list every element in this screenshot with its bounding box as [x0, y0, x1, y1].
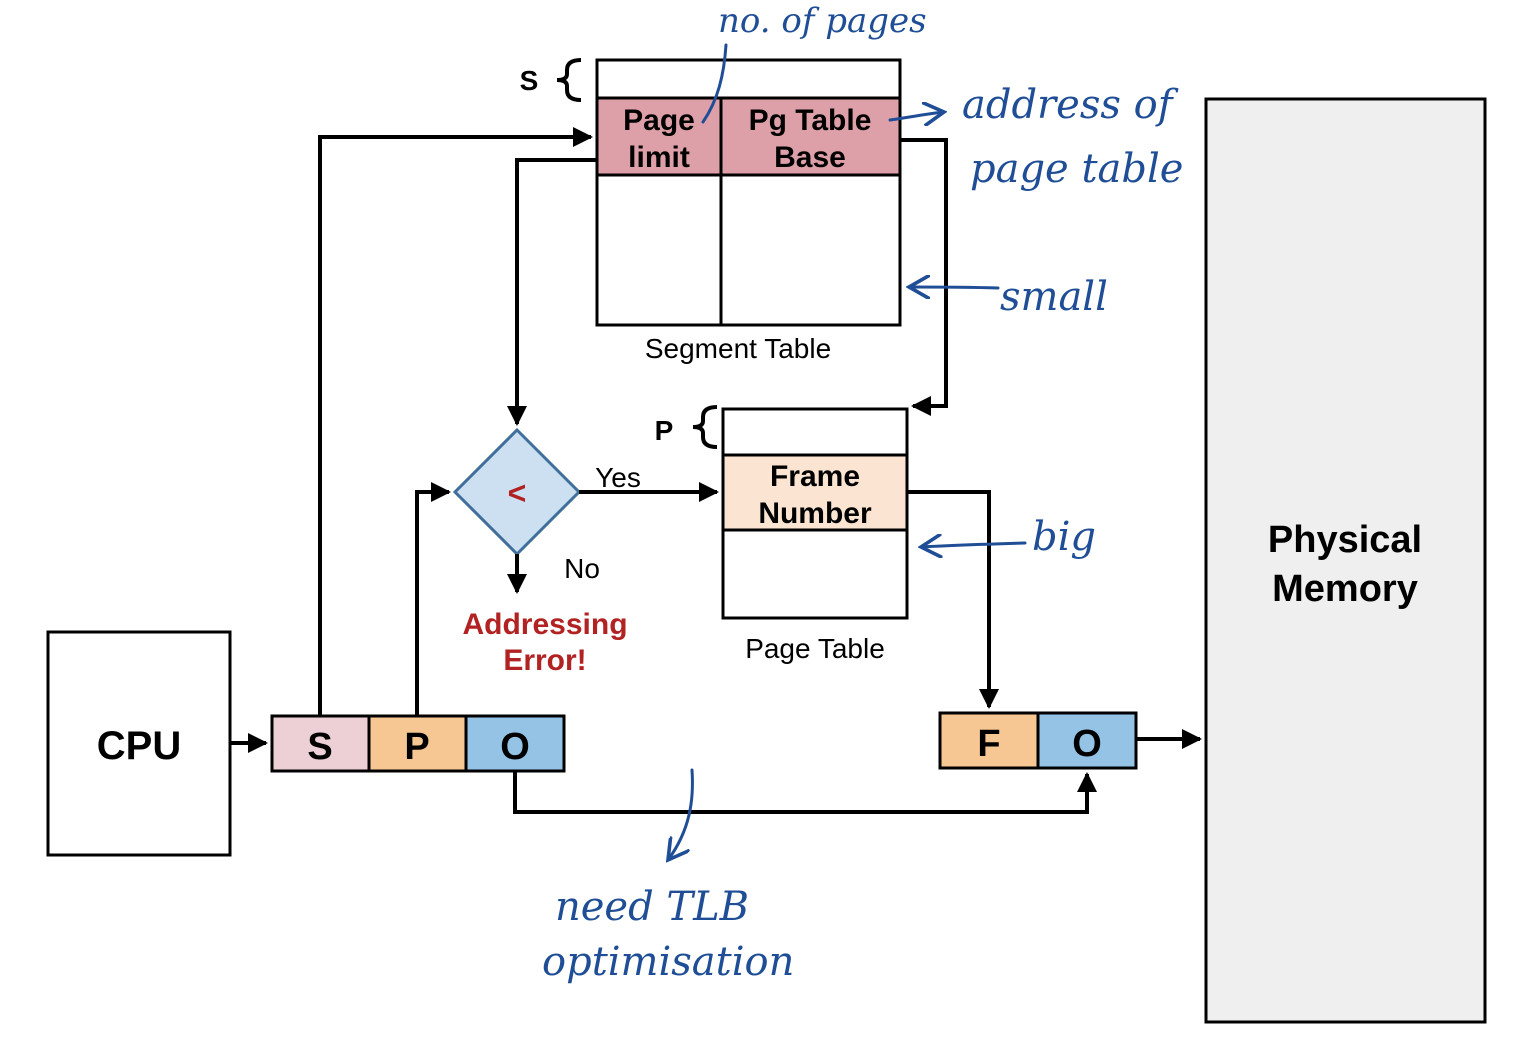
physical-address: F O — [938, 711, 1138, 770]
physical-memory-label-line1: Physical — [1268, 519, 1422, 561]
virtual-address: S P O — [270, 714, 566, 773]
page-limit-label-line1: Page — [623, 104, 695, 137]
pg-table-base-label-line1: Pg Table — [749, 104, 872, 137]
segment-table-entry-row — [595, 96, 902, 177]
physical-memory: Physical Memory — [1204, 97, 1487, 1024]
tlb-note-line2: optimisation — [542, 939, 794, 985]
small-note-pointer — [909, 287, 1000, 288]
offset-passthrough-arrow — [513, 771, 1097, 814]
address-note-pointer — [888, 112, 944, 120]
page-table-caption: Page Table — [745, 633, 885, 664]
page-field — [367, 714, 468, 773]
limit-to-comparator-arrow — [507, 158, 597, 426]
physical-memory-label-line2: Memory — [1272, 568, 1418, 610]
less-than-symbol: < — [508, 475, 527, 511]
page-table-entry-row — [721, 453, 909, 532]
page-limit-label-line2: limit — [628, 141, 690, 174]
big-note-pointer — [921, 543, 1027, 547]
address-of-page-table-note-line2: page table — [970, 146, 1183, 192]
page-index-brace — [692, 405, 718, 449]
big-note: big — [1032, 514, 1096, 560]
segment-index-label: S — [520, 65, 539, 96]
segment-field-label: S — [307, 726, 332, 768]
offset-field — [464, 714, 566, 773]
physical-memory-box — [1204, 97, 1487, 1024]
segment-index-brace — [556, 58, 582, 102]
page-field-label: P — [404, 726, 429, 768]
segment-table: Page limit Pg Table Base Segment Table S — [520, 58, 902, 364]
tlb-note-line1: need TLB — [555, 884, 749, 930]
cpu: CPU — [46, 630, 232, 857]
pg-table-base-label-line2: Base — [774, 141, 846, 174]
address-of-page-table-note-line1: address of — [962, 82, 1179, 128]
no-label: No — [564, 553, 600, 584]
limit-comparator: < Yes No Addressing Error! — [452, 427, 641, 677]
no-of-pages-note: no. of pages — [718, 1, 927, 41]
physical-offset-field-label: O — [1072, 723, 1102, 765]
page-table: Frame Number Page Table P — [655, 405, 909, 664]
cpu-box — [46, 630, 232, 857]
small-note: small — [1000, 274, 1108, 320]
page-index-label: P — [655, 415, 674, 446]
segment-table-caption: Segment Table — [645, 333, 831, 364]
cpu-label: CPU — [97, 724, 181, 768]
frame-to-physical-arrow — [907, 490, 999, 709]
frame-field-label: F — [977, 723, 1000, 765]
physical-offset-field — [1036, 711, 1138, 770]
yes-label: Yes — [595, 462, 641, 493]
connectors — [230, 127, 1202, 814]
addressing-error-line1: Addressing — [462, 608, 627, 641]
frame-number-label-line2: Number — [758, 497, 872, 530]
page-to-comparator-arrow — [415, 482, 451, 716]
base-to-page-table-arrow — [900, 138, 948, 416]
no-of-pages-pointer — [701, 43, 728, 124]
addressing-error-line2: Error! — [503, 644, 586, 677]
offset-field-label: O — [500, 726, 530, 768]
segment-to-table-arrow — [318, 127, 593, 716]
frame-number-label-line1: Frame — [770, 460, 860, 493]
tlb-note-pointer — [668, 768, 694, 860]
handwritten-annotations: no. of pages address of page table small… — [542, 1, 1183, 985]
